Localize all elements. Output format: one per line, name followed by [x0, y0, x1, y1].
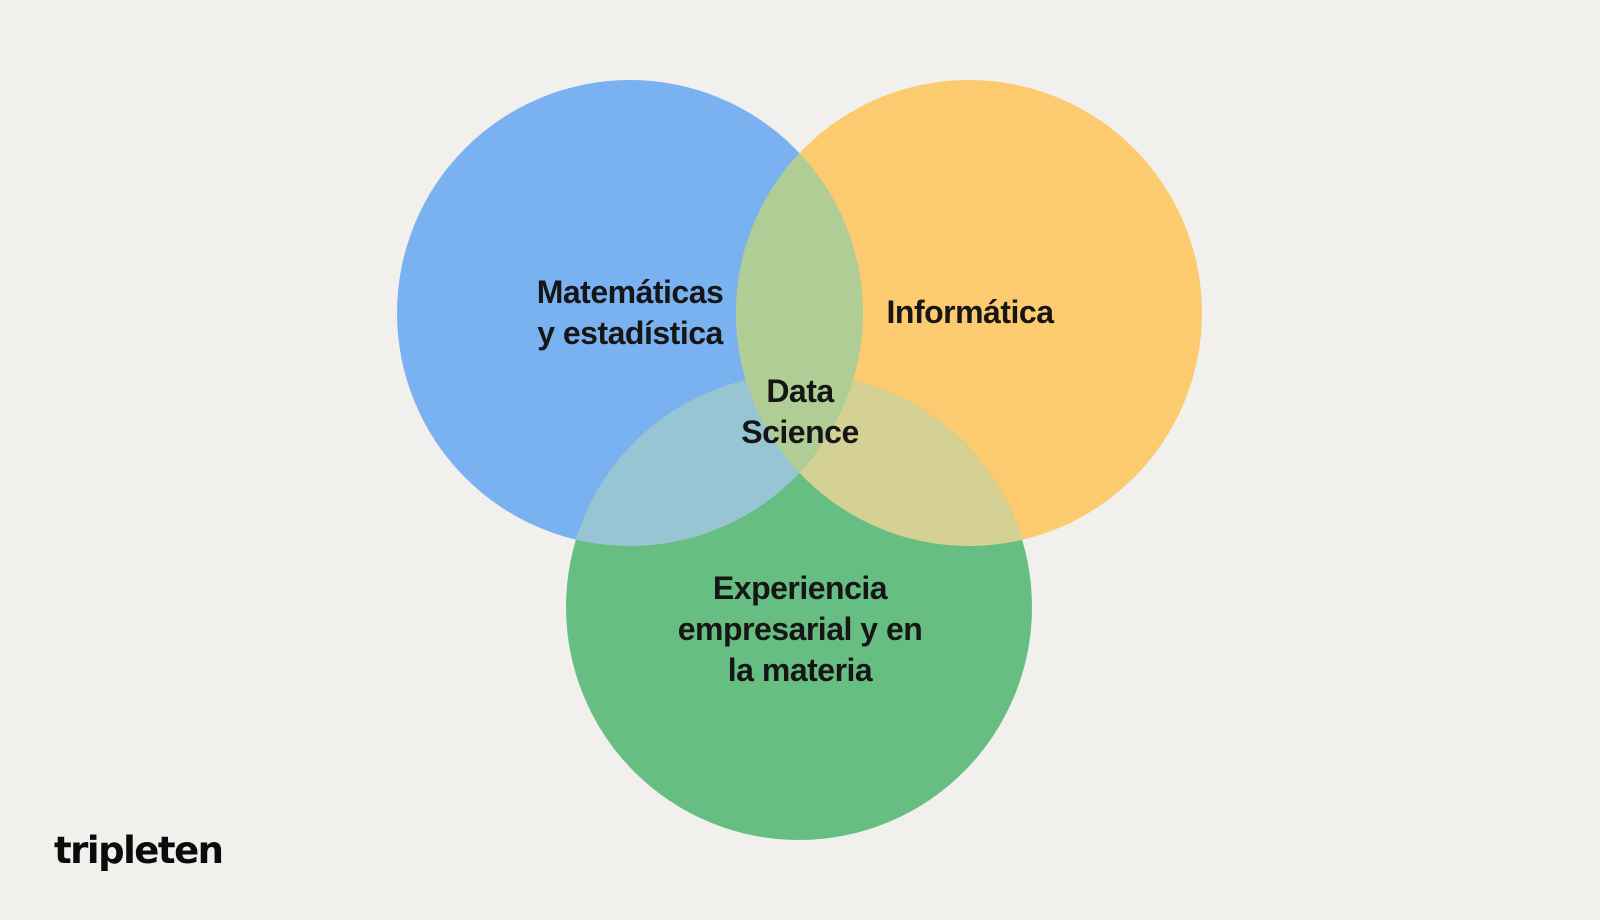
data-science-label: Data Science: [700, 371, 900, 453]
math-label-line-2: y estadística: [537, 315, 723, 351]
tripleten-logo: tripleten: [54, 829, 224, 872]
math-statistics-label: Matemáticas y estadística: [500, 272, 760, 354]
cs-label-line-1: Informática: [886, 294, 1054, 330]
computer-science-label: Informática: [840, 292, 1100, 333]
center-label-line-1: Data: [766, 373, 834, 409]
math-business-overlap: [566, 374, 863, 546]
math-label-line-1: Matemáticas: [536, 274, 724, 310]
business-experience-label: Experiencia empresarial y en la materia: [620, 568, 980, 691]
business-label-line-3: la materia: [727, 652, 873, 688]
business-label-line-2: empresarial y en: [677, 611, 923, 647]
cs-business-overlap: [736, 374, 1032, 546]
center-label-line-2: Science: [741, 414, 859, 450]
business-label-line-1: Experiencia: [712, 570, 888, 606]
